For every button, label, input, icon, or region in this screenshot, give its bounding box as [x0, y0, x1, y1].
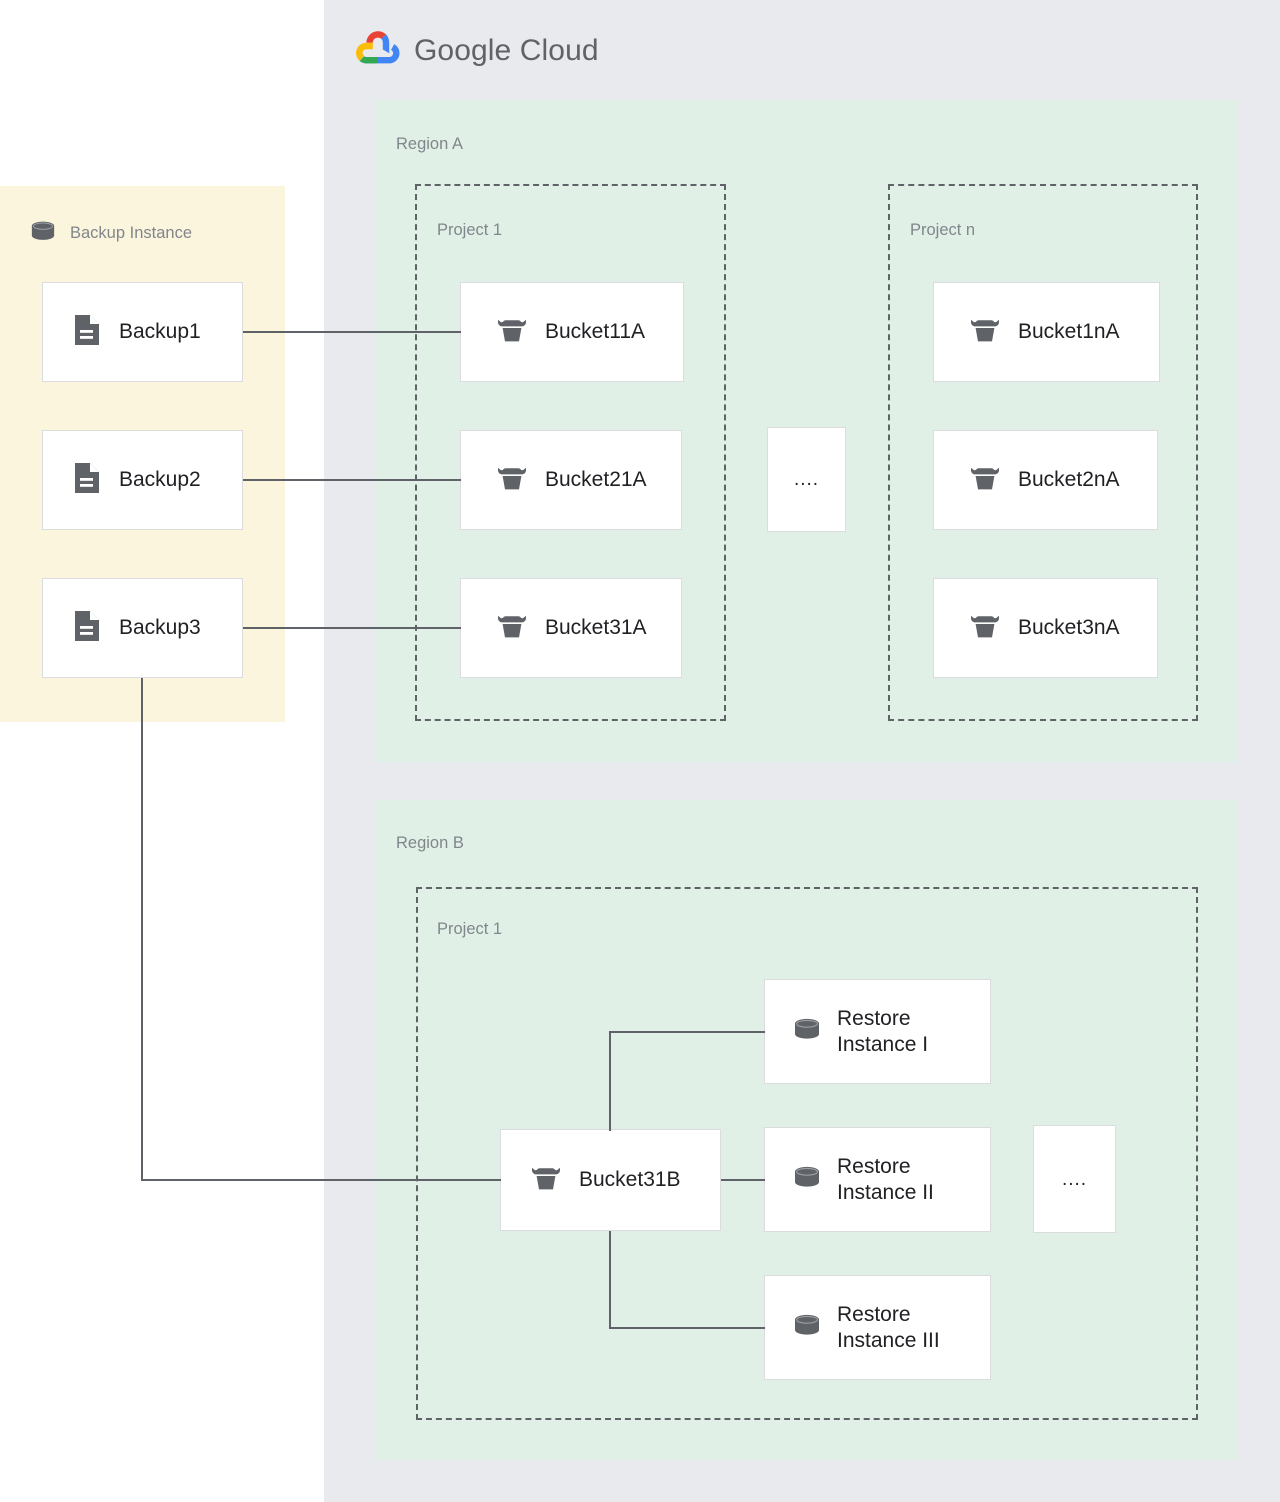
restore-instance-card-ii[interactable]: Restore Instance II [764, 1127, 991, 1232]
region-b-label: Region B [396, 834, 464, 852]
backup-card-backup1[interactable]: Backup1 [42, 282, 243, 382]
bucket-card-bucket31b[interactable]: Bucket31B [500, 1129, 721, 1231]
brand-google: Google [414, 33, 512, 67]
storage-bucket-icon [968, 461, 1002, 500]
ellipsis-label: .... [1061, 1168, 1088, 1190]
connector-backup2-to-bucket21a [243, 479, 461, 481]
document-icon [73, 609, 101, 648]
brand-cloud: Cloud [519, 33, 599, 67]
region-a-project-1-label: Project 1 [437, 221, 503, 239]
bucket-label: Bucket31A [545, 616, 647, 640]
region-a-ellipsis-card: .... [767, 427, 846, 532]
storage-bucket-icon [495, 461, 529, 500]
connector-bucket31b-to-restore-iii-vertical [609, 1231, 611, 1329]
document-icon [73, 461, 101, 500]
storage-bucket-icon [495, 609, 529, 648]
bucket-card-bucket1na[interactable]: Bucket1nA [933, 282, 1160, 382]
bucket-label: Bucket3nA [1018, 616, 1120, 640]
document-icon [73, 313, 101, 352]
region-a-project-1-box [415, 184, 726, 721]
bucket-label: Bucket1nA [1018, 320, 1120, 344]
database-cylinder-icon [791, 1015, 823, 1048]
bucket-card-bucket31a[interactable]: Bucket31A [460, 578, 682, 678]
bucket-label: Bucket11A [545, 320, 646, 344]
connector-backup1-to-bucket11a [243, 331, 461, 333]
storage-bucket-icon [529, 1161, 563, 1200]
restore-instance-label: Restore Instance III [837, 1302, 940, 1352]
bucket-label: Bucket21A [545, 468, 647, 492]
connector-bucket31b-to-restore-i-horizontal [609, 1031, 765, 1033]
ellipsis-label: .... [793, 469, 820, 490]
region-a-project-n-box [888, 184, 1198, 721]
region-b-project-1-label: Project 1 [437, 920, 503, 938]
connector-bucket31b-to-restore-ii [721, 1179, 765, 1181]
backup-label: Backup1 [119, 320, 201, 344]
storage-bucket-icon [495, 313, 529, 352]
backup-instance-header: Backup Instance [28, 218, 192, 249]
database-cylinder-icon [28, 218, 58, 249]
backup-card-backup3[interactable]: Backup3 [42, 578, 243, 678]
google-cloud-logo-icon [355, 28, 401, 73]
restore-instance-label: Restore Instance I [837, 1006, 929, 1056]
database-cylinder-icon [791, 1163, 823, 1196]
restore-instance-card-iii[interactable]: Restore Instance III [764, 1275, 991, 1380]
bucket-label: Bucket2nA [1018, 468, 1120, 492]
storage-bucket-icon [968, 313, 1002, 352]
database-cylinder-icon [791, 1311, 823, 1344]
bucket-card-bucket3na[interactable]: Bucket3nA [933, 578, 1158, 678]
bucket-card-bucket11a[interactable]: Bucket11A [460, 282, 684, 382]
connector-backup3-to-bucket31b-vertical [141, 678, 143, 1181]
region-b-ellipsis-card: .... [1033, 1125, 1116, 1233]
bucket-card-bucket21a[interactable]: Bucket21A [460, 430, 682, 530]
google-cloud-wordmark: Google Cloud [414, 34, 599, 68]
connector-backup3-to-bucket31a [243, 627, 461, 629]
region-a-label: Region A [396, 135, 463, 153]
backup-label: Backup2 [119, 468, 201, 492]
connector-backup3-to-bucket31b-horizontal [141, 1179, 501, 1181]
connector-bucket31b-to-restore-iii-horizontal [609, 1327, 765, 1329]
google-cloud-branding: Google Cloud [355, 28, 599, 73]
region-b-project-1-box [416, 887, 1198, 1420]
storage-bucket-icon [968, 609, 1002, 648]
backup-label: Backup3 [119, 616, 201, 640]
connector-bucket31b-to-restore-i-vertical [609, 1031, 611, 1131]
restore-instance-card-i[interactable]: Restore Instance I [764, 979, 991, 1084]
backup-instance-title: Backup Instance [70, 224, 192, 242]
backup-card-backup2[interactable]: Backup2 [42, 430, 243, 530]
bucket-card-bucket2na[interactable]: Bucket2nA [933, 430, 1158, 530]
bucket-label: Bucket31B [579, 1168, 681, 1192]
region-a-project-n-label: Project n [910, 221, 976, 239]
restore-instance-label: Restore Instance II [837, 1154, 934, 1204]
